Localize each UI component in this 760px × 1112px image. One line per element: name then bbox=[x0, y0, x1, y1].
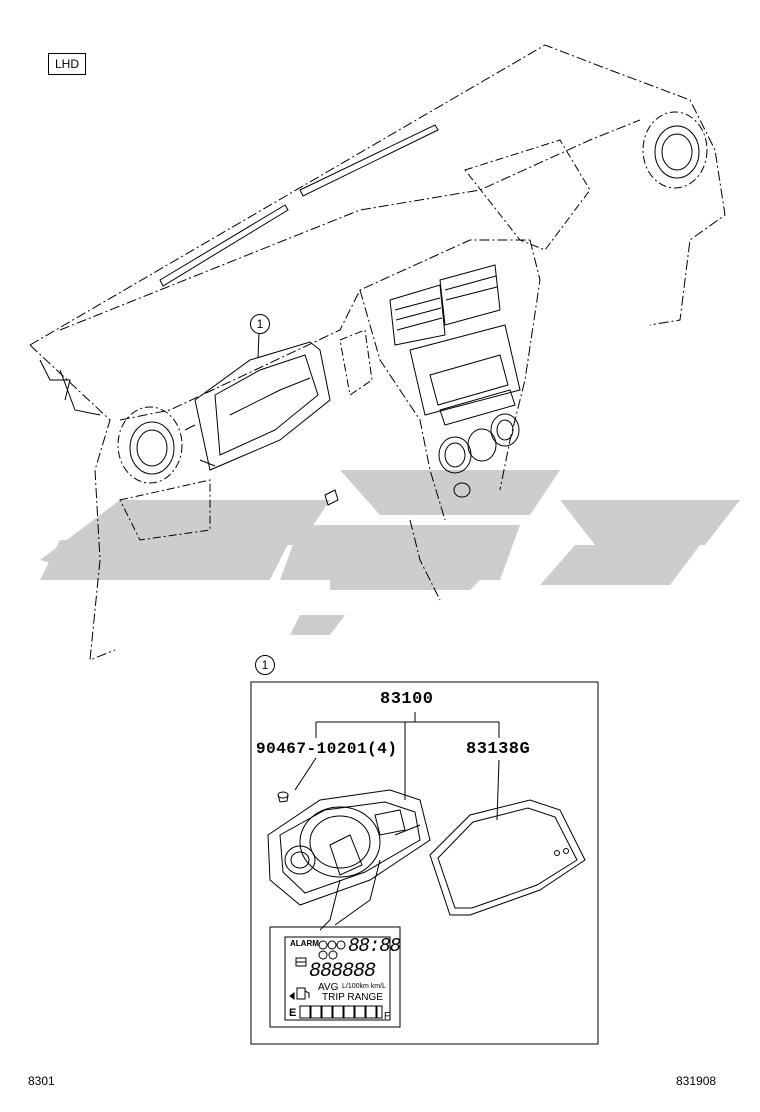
lcd-display-panel bbox=[269, 926, 401, 1028]
warning-circles-icon bbox=[318, 940, 346, 960]
lcd-odometer: 888888 bbox=[309, 960, 376, 983]
lcd-avg-label: AVG bbox=[318, 982, 339, 993]
part-number-screw: 90467-10201(4) bbox=[256, 740, 398, 758]
footer-left-code: 8301 bbox=[28, 1074, 55, 1088]
lamp-icon bbox=[295, 957, 307, 967]
cluster-in-dash bbox=[184, 329, 373, 506]
dash-callout-leader bbox=[257, 332, 260, 359]
dash-callout-1: 1 bbox=[250, 314, 270, 334]
lcd-fuel-empty: E bbox=[289, 1007, 297, 1019]
part-number-assembly: 83100 bbox=[380, 690, 434, 709]
lcd-unit-label: L/100km km/L bbox=[342, 983, 386, 990]
lcd-fuel-full: F bbox=[384, 1011, 391, 1022]
lhd-tag: LHD bbox=[48, 53, 86, 75]
fuel-pump-icon bbox=[289, 987, 310, 1000]
detail-callout-1: 1 bbox=[255, 655, 275, 675]
footer-right-code: 831908 bbox=[676, 1074, 717, 1088]
left-air-vent bbox=[117, 406, 183, 484]
part-leaders bbox=[294, 712, 500, 821]
lcd-alarm-label: ALARM bbox=[290, 939, 319, 948]
lcd-clock: 88:88 bbox=[348, 935, 401, 957]
detail-frame bbox=[250, 681, 599, 1045]
fuel-gauge-bars bbox=[299, 1005, 383, 1019]
right-air-vent bbox=[642, 111, 708, 189]
dashboard-outline bbox=[29, 44, 726, 661]
lcd-trip-range-label: TRIP RANGE bbox=[322, 992, 383, 1003]
watermark-logo bbox=[40, 470, 740, 635]
part-number-glass: 83138G bbox=[466, 740, 531, 759]
screw-part bbox=[277, 791, 289, 803]
combination-meter-assembly bbox=[267, 789, 431, 931]
meter-glass bbox=[429, 799, 586, 916]
center-console-parts bbox=[389, 264, 521, 498]
